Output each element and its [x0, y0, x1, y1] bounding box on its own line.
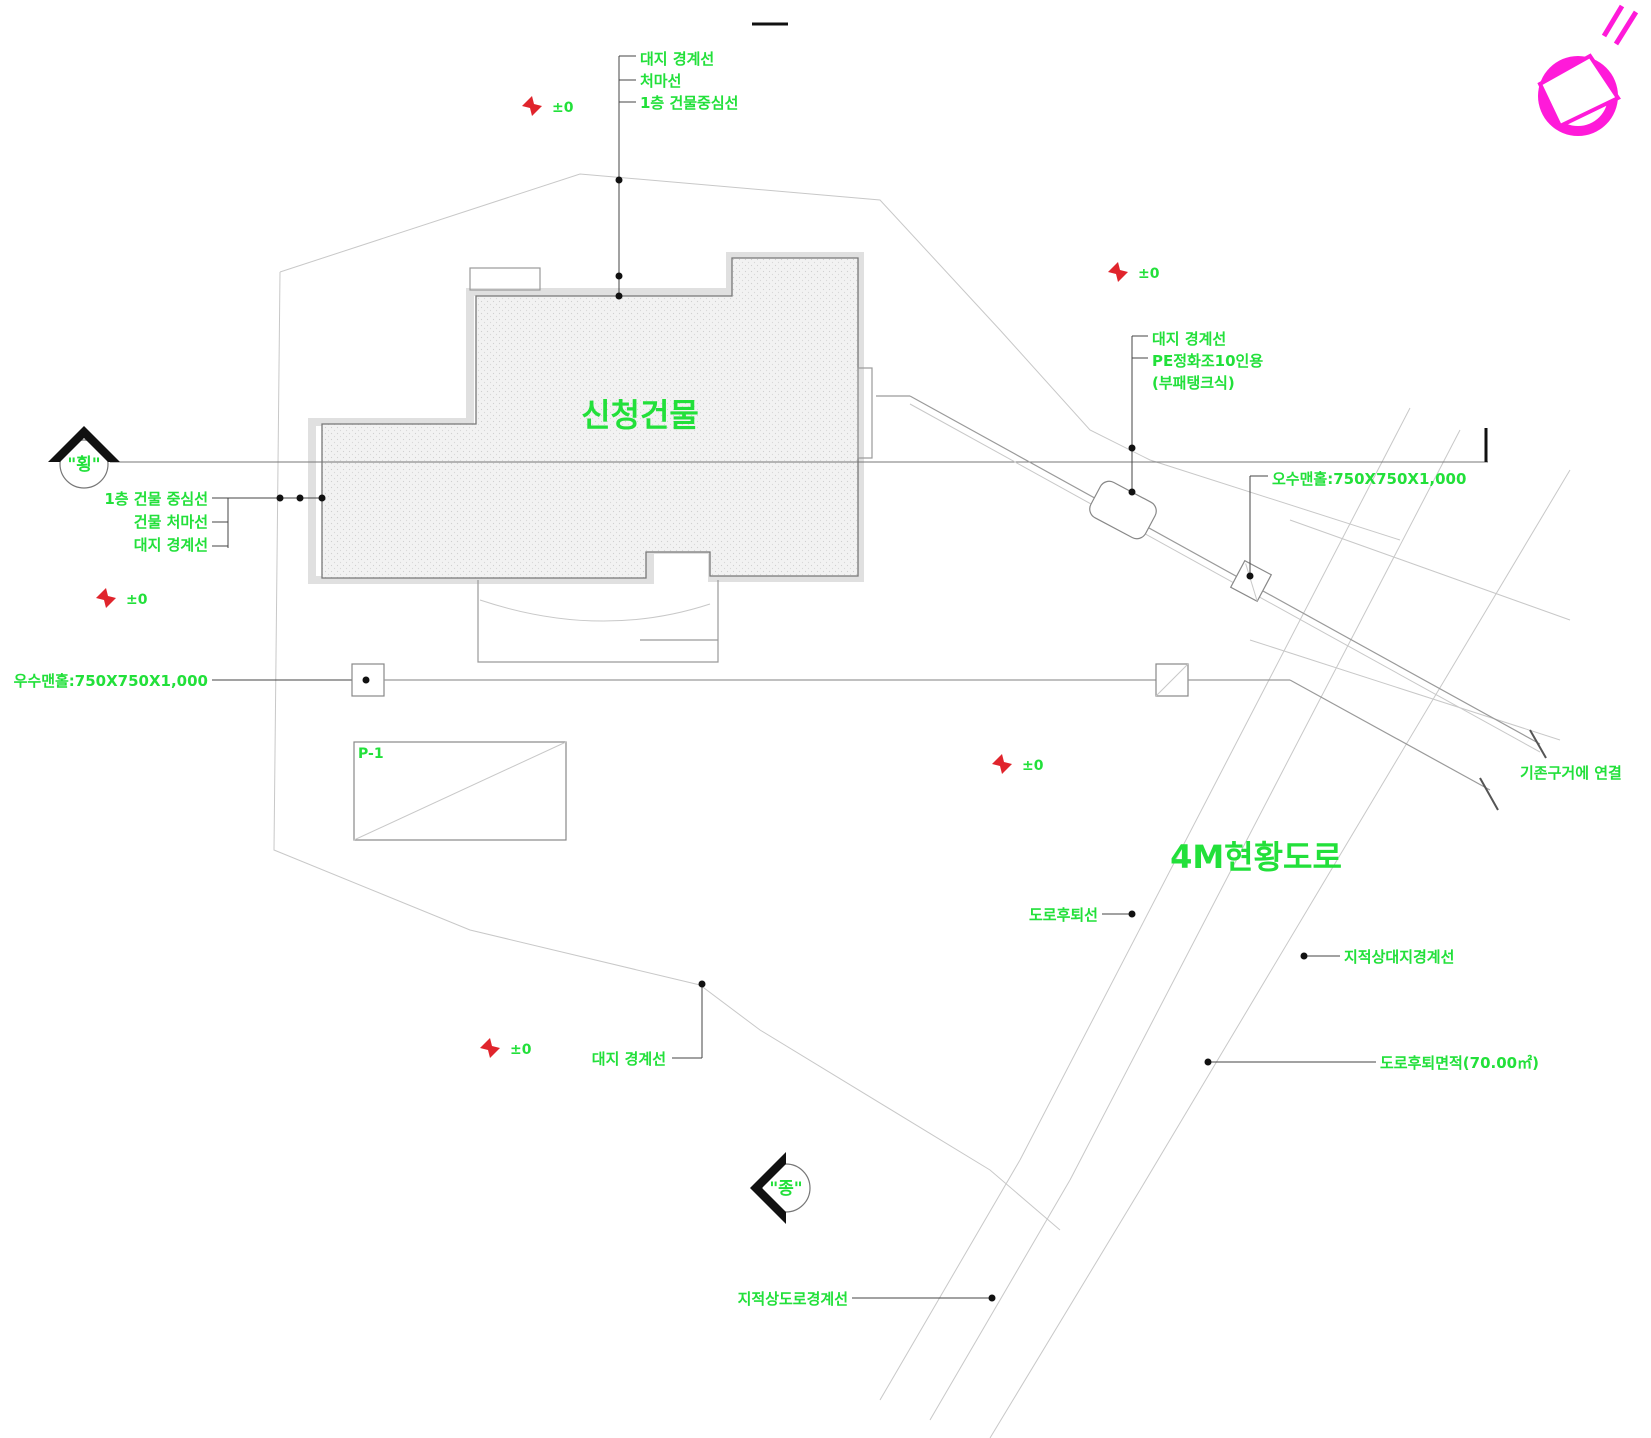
road-setback-dot — [1128, 910, 1136, 918]
level-marker-icon: ±0 — [522, 96, 574, 116]
level-marker-icon: ±0 — [992, 754, 1044, 774]
label-road-setback: 도로후퇴선 — [1029, 906, 1098, 924]
site-boundary — [279, 173, 1401, 541]
road-strip — [879, 407, 1571, 1438]
sewage-manhole-leader — [1246, 475, 1268, 580]
left-leader — [212, 494, 326, 548]
bottom-boundary-leader — [672, 980, 706, 1059]
label-centerline-top: 1층 건물중심선 — [640, 94, 738, 112]
sewage-pipe — [876, 395, 1547, 759]
north-arrow-icon — [1537, 4, 1639, 136]
label-rain-manhole: 우수맨홀:750X750X1,000 — [14, 672, 208, 690]
cadastral-site-dot — [1300, 952, 1308, 960]
building-label: 신청건물 — [581, 396, 699, 434]
label-septic-type: (부패탱크식) — [1152, 374, 1235, 392]
label-setback-area: 도로후퇴면적(70.00㎡) — [1380, 1054, 1539, 1072]
label-site-boundary-top: 대지 경계선 — [640, 50, 714, 68]
label-existing-gutter: 기존구거에 연결 — [1520, 764, 1622, 782]
label-septic-boundary: 대지 경계선 — [1152, 330, 1226, 348]
label-septic-tank: PE정화조10인용 — [1152, 352, 1263, 370]
label-site-boundary-bottom: 대지 경계선 — [592, 1050, 666, 1068]
label-eaves-top: 처마선 — [640, 72, 681, 90]
level-marker-icon: ±0 — [1108, 262, 1160, 282]
section-marker-icon: "횡" — [48, 426, 120, 489]
building-footprint — [308, 252, 873, 663]
section-mark-left: "횡" — [67, 455, 100, 475]
top-leader — [615, 55, 636, 300]
setback-area-dot — [1204, 1058, 1212, 1066]
cadastral-road-dot — [988, 1294, 996, 1302]
level-2: ±0 — [1138, 266, 1160, 282]
level-3: ±0 — [126, 592, 148, 608]
level-marker-icon: ±0 — [96, 588, 148, 608]
road-label: 4M현황도로 — [1170, 838, 1342, 876]
level-marker-icon: ±0 — [480, 1038, 532, 1058]
label-sewage-manhole: 오수맨홀:750X750X1,000 — [1272, 470, 1466, 488]
label-cadastral-road-boundary: 지적상도로경계선 — [738, 1290, 848, 1308]
level-5: ±0 — [510, 1042, 532, 1058]
label-eaves-left: 건물 처마선 — [134, 513, 208, 531]
parking-space — [353, 741, 567, 841]
label-site-boundary-left: 대지 경계선 — [134, 536, 208, 554]
parking-label: P-1 — [358, 746, 384, 762]
rain-pipe — [212, 663, 1499, 811]
level-1: ±0 — [552, 100, 574, 116]
septic-leader — [1128, 335, 1148, 496]
section-marker-icon: "종" — [750, 1152, 811, 1224]
label-cadastral-site-boundary: 지적상대지경계선 — [1344, 948, 1454, 966]
section-mark-bottom: "종" — [769, 1179, 802, 1199]
level-4: ±0 — [1022, 758, 1044, 774]
label-centerline-left: 1층 건물 중심선 — [104, 490, 208, 508]
